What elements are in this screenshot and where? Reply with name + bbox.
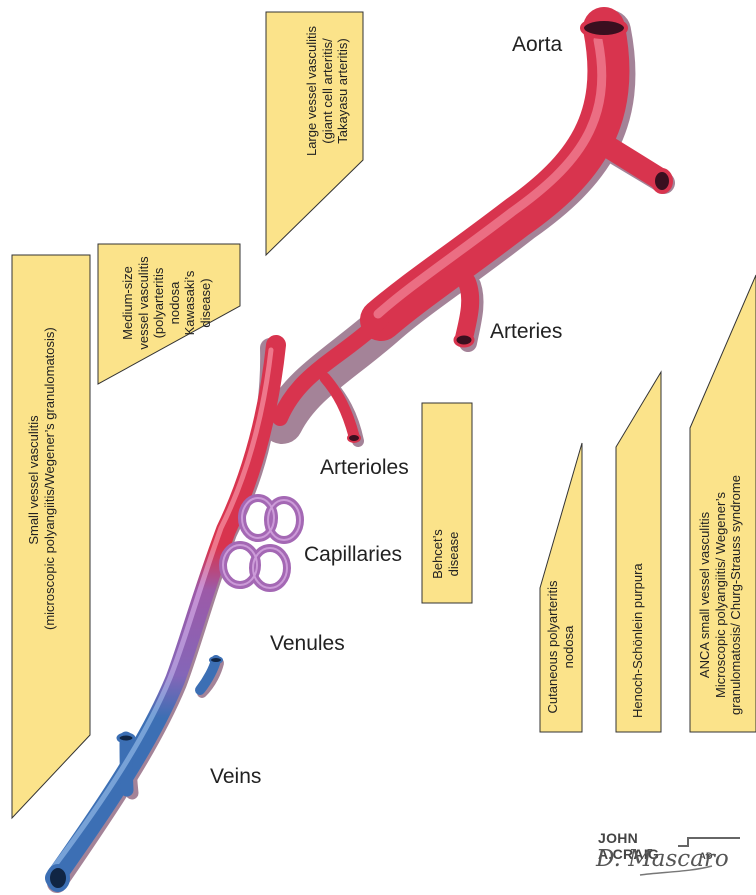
anca-label: ANCA small vessel vasculitis Microscopic…	[697, 465, 745, 725]
cutaneous-label: Cutaneous polyarteritis nodosa	[545, 577, 579, 717]
capillaries-label: Capillaries	[304, 543, 402, 567]
aorta-vessel	[381, 28, 608, 320]
veins-label: Veins	[210, 765, 261, 789]
aorta-opening	[582, 19, 626, 37]
behcet-label: Behcet’s disease	[430, 504, 464, 604]
artery-branch-vessel	[464, 282, 470, 338]
aorta-branch-vessel	[610, 148, 660, 179]
artist-signature-mascaro: D. Mascaro	[596, 846, 729, 872]
arterioles-label: Arterioles	[320, 456, 409, 480]
aorta-label: Aorta	[512, 33, 562, 57]
arteries-label: Arteries	[490, 320, 562, 344]
small-vessel-label: Small vessel vasculitis (microscopic pol…	[26, 330, 66, 630]
arteriole-opening	[348, 434, 360, 442]
venule-opening	[210, 657, 222, 663]
venules-label: Venules	[270, 632, 345, 656]
aorta-branch-opening	[653, 170, 671, 192]
artery-vessel	[280, 320, 381, 418]
large-vessel-label: Large vessel vasculitis (giant cell arte…	[304, 1, 354, 181]
vein-branch-opening	[118, 734, 134, 742]
henoch-label: Henoch-Schönlein purpura	[630, 568, 648, 718]
medium-vessel-label: Medium-size vessel vasculitis (polyarter…	[120, 241, 218, 365]
artery-opening	[455, 334, 473, 346]
vein-opening	[48, 866, 68, 890]
